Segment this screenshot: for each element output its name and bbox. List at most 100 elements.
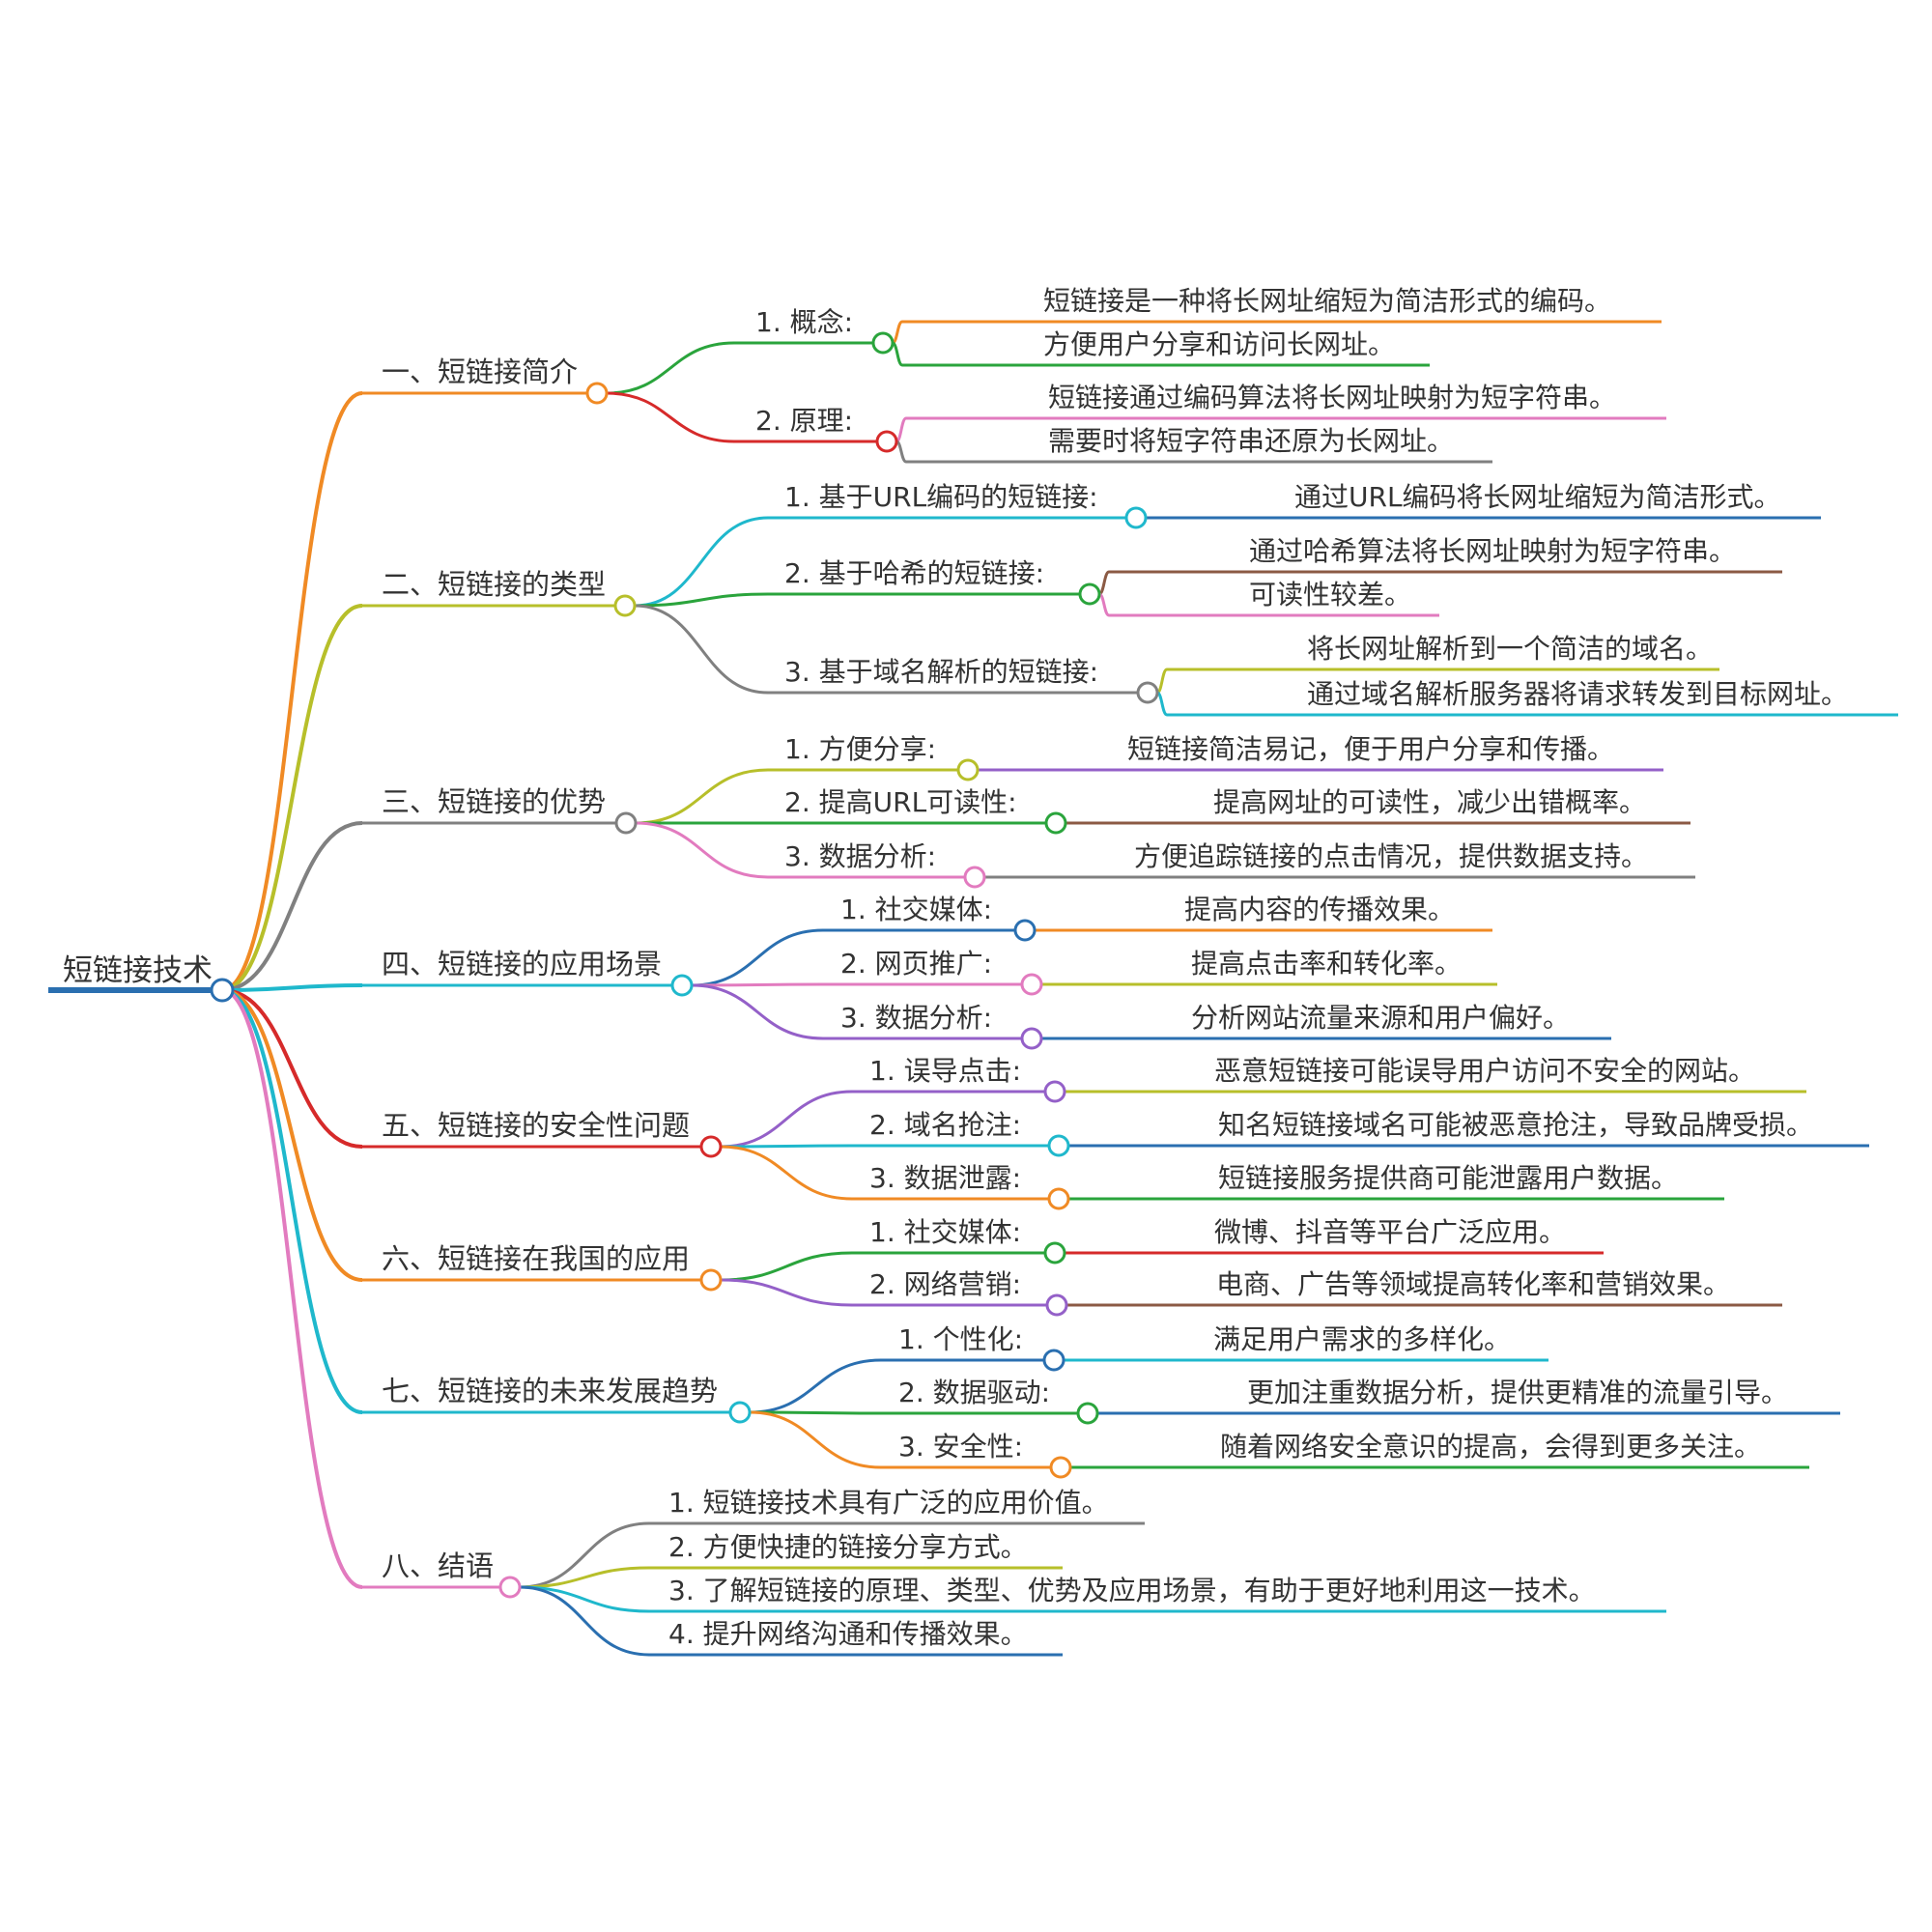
branch-4-child-1-connector	[691, 928, 824, 987]
branch-8-leaf-4-connector	[519, 1585, 650, 1657]
branch-5-child-1-node[interactable]	[1043, 1080, 1066, 1103]
branch-7-child-2-node[interactable]	[1076, 1402, 1099, 1425]
branch-2-child-3-leaf-2-connector	[1156, 691, 1168, 717]
branch-3-child-1-connector	[635, 768, 769, 825]
branch-8-connector	[221, 988, 363, 1589]
branch-2-child-2-leaf-2-label: 可读性较差。	[1249, 579, 1411, 611]
branch-3-label: 三、短链接的优势	[382, 785, 606, 818]
branch-7-child-3-label: 3. 安全性:	[898, 1431, 1023, 1463]
branch-1-child-2-leaf-2-connector	[895, 440, 907, 464]
branch-7-child-3-node[interactable]	[1049, 1456, 1072, 1479]
branch-2-child-3-leaf-1-connector	[1156, 668, 1168, 695]
branch-1-child-1-leaf-1-connector	[892, 320, 903, 345]
branch-7-child-1-label: 1. 个性化:	[898, 1323, 1023, 1355]
branch-4-connector	[221, 983, 363, 992]
root-node[interactable]	[210, 978, 235, 1003]
branch-1-child-2-leaf-2-label: 需要时将短字符串还原为长网址。	[1048, 425, 1454, 457]
branch-2-node[interactable]	[613, 594, 637, 617]
branch-5-child-2-node[interactable]	[1047, 1134, 1070, 1157]
branch-7-child-2-leaf-1-label: 更加注重数据分析，提供更精准的流量引导。	[1247, 1377, 1788, 1408]
branch-6-label: 六、短链接在我国的应用	[382, 1242, 690, 1275]
branch-1-child-1-leaf-1-label: 短链接是一种将长网址缩短为简洁形式的编码。	[1043, 285, 1611, 317]
branch-3-child-2-node[interactable]	[1044, 811, 1067, 835]
branch-5-child-3-leaf-1-label: 短链接服务提供商可能泄露用户数据。	[1218, 1162, 1678, 1194]
branch-6-child-2-connector	[720, 1278, 853, 1307]
branch-8-leaf-3-connector	[519, 1585, 650, 1613]
branch-2-connector	[221, 604, 363, 992]
root-label: 短链接技术	[63, 953, 213, 988]
branch-6-child-2-node[interactable]	[1045, 1293, 1068, 1317]
branch-8-leaf-1-label: 1. 短链接技术具有广泛的应用价值。	[668, 1487, 1109, 1519]
branch-2-child-1-node[interactable]	[1124, 506, 1148, 529]
branch-3-child-1-node[interactable]	[956, 758, 980, 781]
branch-5-child-3-label: 3. 数据泄露:	[869, 1162, 1021, 1194]
branch-3-child-3-leaf-1-label: 方便追踪链接的点击情况，提供数据支持。	[1134, 840, 1648, 872]
branch-2-child-2-leaf-1-connector	[1098, 570, 1110, 596]
branch-1-child-1-leaf-2-label: 方便用户分享和访问长网址。	[1043, 328, 1395, 360]
branch-8-leaf-3-label: 3. 了解短链接的原理、类型、优势及应用场景，有助于更好地利用这一技术。	[668, 1575, 1596, 1606]
branch-3-child-2-label: 2. 提高URL可读性:	[784, 786, 1017, 818]
branch-6-child-1-label: 1. 社交媒体:	[869, 1216, 1021, 1248]
branch-8-leaf-2-label: 2. 方便快捷的链接分享方式。	[668, 1531, 1028, 1563]
branch-5-connector	[221, 988, 363, 1149]
branch-1-child-2-node[interactable]	[875, 430, 898, 453]
branch-3-node[interactable]	[614, 811, 638, 835]
branch-8-label: 八、结语	[382, 1549, 494, 1582]
branch-5-node[interactable]	[699, 1135, 723, 1158]
label-underlines	[48, 320, 1898, 1657]
branch-5-child-2-leaf-1-label: 知名短链接域名可能被恶意抢注，导致品牌受损。	[1218, 1109, 1813, 1141]
branch-6-child-2-label: 2. 网络营销:	[869, 1268, 1021, 1300]
branch-1-connector	[221, 391, 363, 992]
branch-2-label: 二、短链接的类型	[382, 568, 606, 601]
branch-1-child-2-connector	[606, 391, 735, 443]
branch-7-label: 七、短链接的未来发展趋势	[382, 1375, 718, 1407]
branch-2-child-3-leaf-2-label: 通过域名解析服务器将请求转发到目标网址。	[1307, 678, 1848, 710]
branch-1-child-2-leaf-1-connector	[895, 416, 907, 443]
branch-2-child-3-label: 3. 基于域名解析的短链接:	[784, 656, 1098, 688]
branch-4-child-3-label: 3. 数据分析:	[840, 1002, 992, 1034]
branch-4-child-2-node[interactable]	[1020, 973, 1043, 996]
branch-5-child-3-node[interactable]	[1047, 1187, 1070, 1210]
branch-7-child-3-leaf-1-label: 随着网络安全意识的提高，会得到更多关注。	[1220, 1431, 1761, 1463]
branch-7-child-2-label: 2. 数据驱动:	[898, 1377, 1050, 1408]
branch-3-connector	[221, 821, 363, 992]
branch-1-child-2-label: 2. 原理:	[755, 405, 853, 437]
branch-5-child-1-leaf-1-label: 恶意短链接可能误导用户访问不安全的网站。	[1214, 1055, 1755, 1087]
branch-4-node[interactable]	[670, 974, 694, 997]
branch-3-child-3-node[interactable]	[963, 866, 986, 889]
branch-5-label: 五、短链接的安全性问题	[382, 1109, 690, 1142]
branch-2-child-2-leaf-1-label: 通过哈希算法将长网址映射为短字符串。	[1249, 535, 1736, 567]
connector-lines	[221, 320, 1168, 1657]
branch-2-child-3-connector	[634, 604, 769, 695]
branch-4-child-3-connector	[691, 983, 824, 1040]
branch-1-child-1-node[interactable]	[871, 331, 895, 355]
branch-6-child-1-leaf-1-label: 微博、抖音等平台广泛应用。	[1214, 1216, 1566, 1248]
branch-6-child-1-node[interactable]	[1043, 1241, 1066, 1264]
branch-7-child-2-connector	[749, 1410, 882, 1415]
branch-1-child-1-connector	[606, 341, 735, 395]
branch-3-child-3-label: 3. 数据分析:	[784, 840, 936, 872]
branch-1-label: 一、短链接简介	[382, 355, 578, 388]
branch-8-node[interactable]	[498, 1576, 522, 1599]
branch-4-child-3-node[interactable]	[1020, 1027, 1043, 1050]
branch-6-node[interactable]	[699, 1268, 723, 1292]
branch-1-child-1-label: 1. 概念:	[755, 306, 853, 338]
branch-2-child-1-connector	[634, 516, 769, 608]
branch-3-child-2-leaf-1-label: 提高网址的可读性，减少出错概率。	[1213, 786, 1646, 818]
node-circles	[210, 331, 1159, 1599]
branch-7-child-1-node[interactable]	[1042, 1349, 1065, 1372]
branch-2-child-2-leaf-2-connector	[1098, 592, 1110, 617]
branch-3-child-3-connector	[635, 821, 769, 879]
branch-1-child-1-leaf-2-connector	[892, 341, 903, 367]
branch-5-child-2-connector	[720, 1144, 853, 1149]
branch-2-child-1-leaf-1-label: 通过URL编码将长网址缩短为简洁形式。	[1294, 481, 1781, 513]
branch-4-child-1-node[interactable]	[1013, 919, 1037, 942]
branch-2-child-2-node[interactable]	[1078, 582, 1101, 606]
branch-8-leaf-4-label: 4. 提升网络沟通和传播效果。	[668, 1618, 1028, 1650]
branch-4-child-1-label: 1. 社交媒体:	[840, 894, 992, 925]
branch-1-node[interactable]	[585, 382, 609, 405]
branch-5-child-2-label: 2. 域名抢注:	[869, 1109, 1021, 1141]
branch-2-child-3-node[interactable]	[1136, 681, 1159, 704]
branch-7-node[interactable]	[728, 1401, 752, 1424]
